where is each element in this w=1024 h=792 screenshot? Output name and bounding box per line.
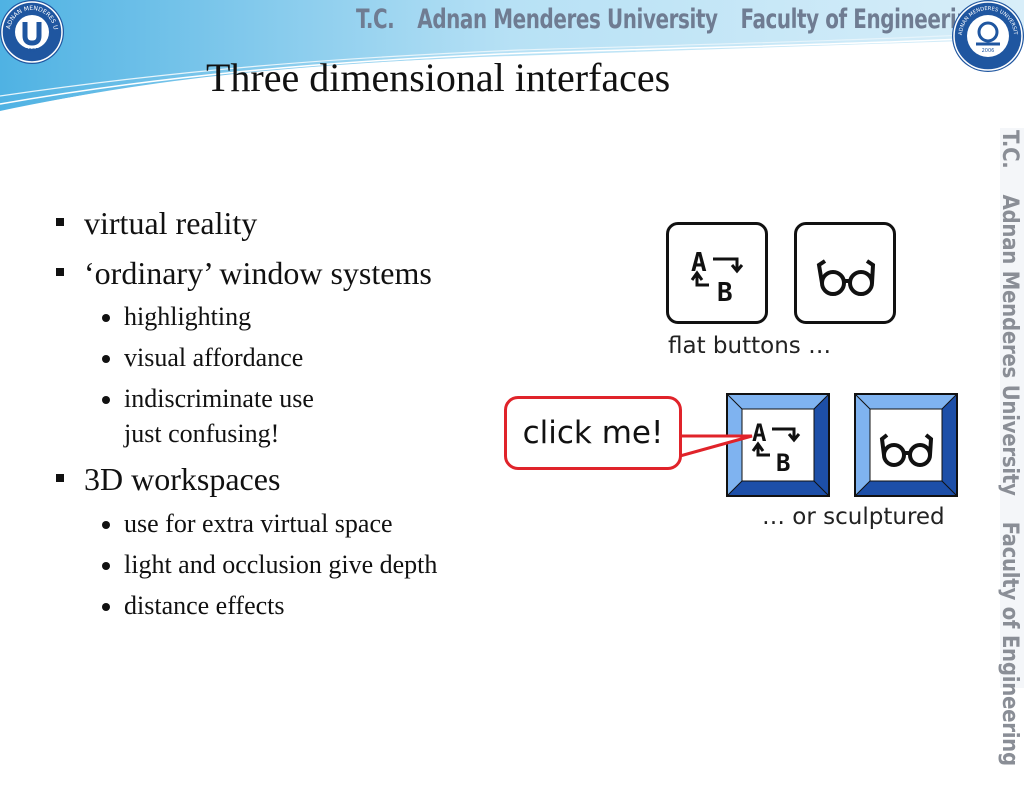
right-logo-year: 2006 [982,48,995,54]
glasses-icon [816,259,876,296]
square-bullet-icon [56,218,64,226]
bullet-3d-workspaces: 3D workspaces [84,461,281,497]
flat-swap-button[interactable]: A B [666,222,768,324]
bullet-window-systems: ‘ordinary’ window systems [84,255,432,291]
sub-bullet-distance-effects: distance effects [124,591,285,620]
sub-bullet-light-occlusion: light and occlusion give depth [124,550,438,579]
header-university: Adnan Menderes University [417,4,718,35]
header-tc: T.C. [356,4,395,35]
round-bullet-icon [102,562,110,570]
swap-ab-icon: A B [751,419,801,477]
sub-bullet-indiscriminate-use: indiscriminate use [124,384,314,413]
side-university: Adnan Menderes University [997,194,1022,496]
click-me-callout: click me! [504,396,682,470]
header-university-name: T.C. Adnan Menderes University Faculty of … [356,4,1007,35]
side-banner-backdrop [1000,128,1024,688]
svg-text:B: B [776,449,790,477]
sub-bullet-highlighting: highlighting [124,302,252,331]
swap-ab-icon: A B [690,248,744,308]
side-faculty: Faculty of Engineering [997,521,1022,766]
side-tc: T.C. [997,130,1022,169]
sub-bullet-visual-affordance: visual affordance [124,343,304,372]
round-bullet-icon [102,355,110,363]
round-bullet-icon [102,396,110,404]
header-swoosh [0,0,1024,113]
svg-text:A: A [752,419,767,447]
header-faculty: Faculty of Engineering [740,4,985,35]
square-bullet-icon [56,268,64,276]
flat-buttons-label: flat buttons … [668,333,832,359]
university-logo: ADNAN MENDERES UNIVERSITESI 1992 [0,0,64,64]
sculpt-glasses-button[interactable] [854,393,958,497]
side-banner-text: T.C. Adnan Menderes UniversityFaculty of … [997,130,1022,792]
bevel-frame [728,395,828,495]
round-bullet-icon [102,521,110,529]
slide-title: Three dimensional interfaces [206,55,671,100]
svg-text:A: A [691,248,707,278]
svg-text:B: B [717,278,733,308]
faculty-logo: ADNAN MENDERES UNIVERSITY ENGINEERING FA… [952,0,1024,72]
round-bullet-icon [102,314,110,322]
left-logo-year: 1992 [26,48,39,54]
sculpt-swap-button[interactable]: A B [726,393,830,497]
round-bullet-icon [102,603,110,611]
square-bullet-icon [56,474,64,482]
bullet-virtual-reality: virtual reality [84,205,258,241]
glasses-icon [879,433,934,467]
header-banner: T.C. Adnan Menderes University Faculty of … [0,0,1024,120]
sub-bullet-continuation: just confusing! [124,419,280,448]
flat-glasses-button[interactable] [794,222,896,324]
sub-bullet-extra-space: use for extra virtual space [124,509,393,538]
sculptured-buttons-label: … or sculptured [762,504,945,530]
